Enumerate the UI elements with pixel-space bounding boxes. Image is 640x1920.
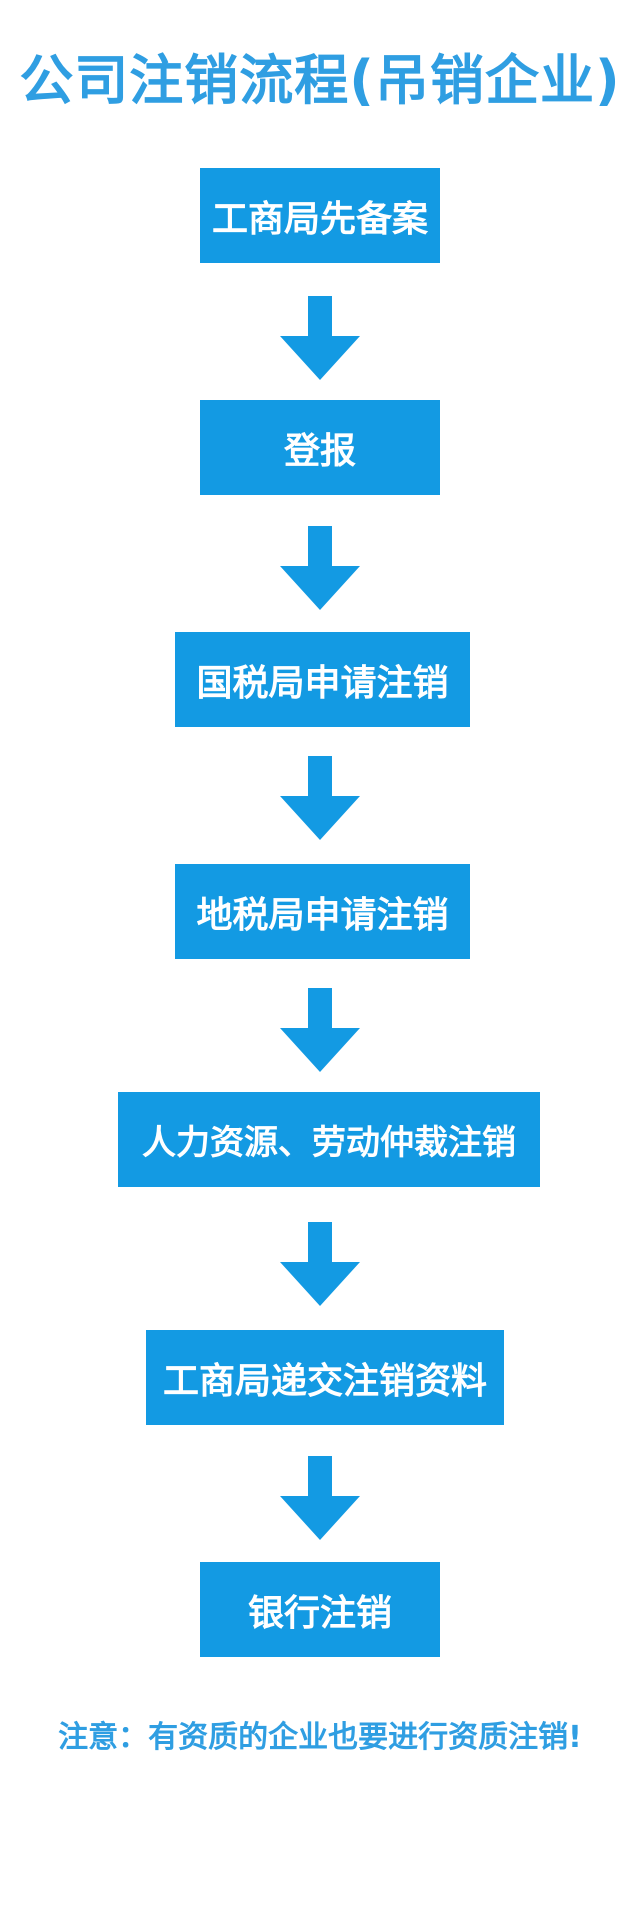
step-label: 人力资源、劳动仲裁注销 — [142, 1123, 516, 1163]
step-label: 地税局申请注销 — [196, 894, 449, 936]
arrow-down-icon — [280, 756, 360, 840]
step-label: 国税局申请注销 — [196, 662, 449, 704]
page-title: 公司注销流程(吊销企业) — [19, 49, 621, 112]
step-box-4: 地税局申请注销 — [175, 864, 470, 959]
step-box-6: 工商局递交注销资料 — [146, 1330, 504, 1425]
note-text: 注意：有资质的企业也要进行资质注销! — [58, 1720, 582, 1755]
step-label: 工商局先备案 — [211, 198, 428, 240]
step-box-7: 银行注销 — [200, 1562, 440, 1657]
arrow-down-icon — [280, 1456, 360, 1540]
step-box-1: 工商局先备案 — [200, 168, 440, 263]
step-box-5: 人力资源、劳动仲裁注销 — [118, 1092, 540, 1187]
step-box-2: 登报 — [200, 400, 440, 495]
arrow-down-icon — [280, 526, 360, 610]
arrow-down-icon — [280, 988, 360, 1072]
arrow-down-icon — [280, 296, 360, 380]
step-label: 工商局递交注销资料 — [162, 1360, 487, 1402]
arrow-down-icon — [280, 1222, 360, 1306]
step-label: 登报 — [283, 430, 356, 472]
step-box-3: 国税局申请注销 — [175, 632, 470, 727]
step-label: 银行注销 — [247, 1592, 392, 1634]
